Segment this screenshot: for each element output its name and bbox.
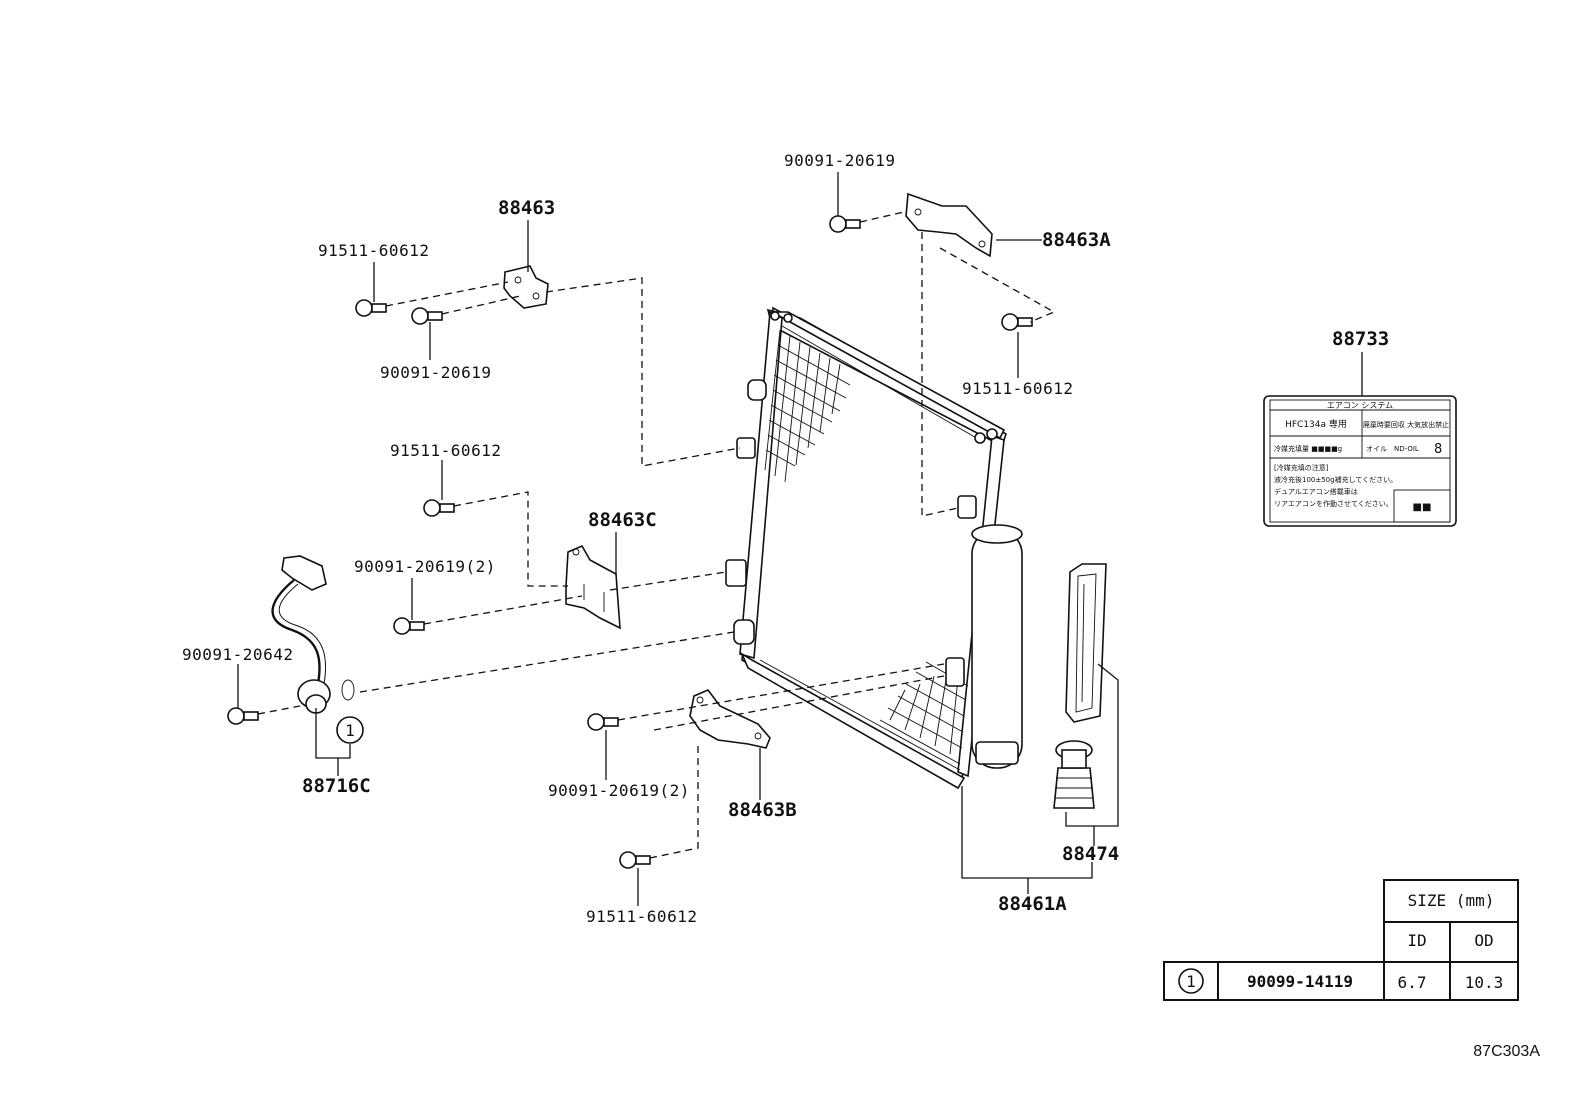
- label-88463B: 88463B: [728, 799, 797, 821]
- label-91511-60612-d: 91511-60612: [586, 907, 697, 926]
- label-refrigerant: HFC134a 専用: [1285, 418, 1347, 430]
- callout-number: 1: [345, 721, 355, 740]
- filter-element: [1065, 563, 1107, 723]
- size-table-col-id: ID: [1407, 931, 1426, 950]
- bolt-icon: [1001, 313, 1033, 331]
- size-table-header: SIZE (mm): [1408, 891, 1495, 910]
- assembly-dashed-lines: [257, 211, 1056, 859]
- label-notes-title: [冷媒充填の注意]: [1274, 463, 1329, 472]
- label-note-3: リアエアコンを作動させてください。: [1274, 499, 1393, 508]
- size-table-row-id: 6.7: [1398, 973, 1427, 992]
- bolt-icon: [227, 707, 259, 725]
- label-90091-20619-top: 90091-20619: [784, 151, 895, 170]
- bolt-icon: [619, 851, 651, 869]
- label-title: エアコン システム: [1327, 401, 1393, 410]
- size-table-row-part: 90099-14119: [1247, 972, 1353, 991]
- label-note-1: 液冷充後100±50g補充してください。: [1274, 475, 1397, 484]
- bolt-icon: [411, 307, 443, 325]
- bolt-icon: [423, 499, 455, 517]
- label-warning: 廃棄時要回収 大気放出禁止: [1363, 420, 1449, 429]
- label-90091-20619-b: 90091-20619: [380, 363, 491, 382]
- condenser-mount-bosses: [725, 311, 998, 687]
- bracket-88463B: [689, 689, 771, 749]
- label-88463C: 88463C: [588, 509, 657, 531]
- leader-lines: [237, 172, 1363, 906]
- condenser-core: [725, 306, 1007, 790]
- part-labels: 90091-20619 88463 88463A 91511-60612 900…: [182, 151, 1389, 926]
- label-oil-number: 8: [1434, 442, 1442, 457]
- label-91511-60612-c: 91511-60612: [390, 441, 501, 460]
- bolt-icon: [587, 713, 619, 731]
- size-table-row-symbol: 1: [1186, 972, 1196, 991]
- label-88733: 88733: [1332, 328, 1389, 350]
- label-oil: ND-OIL: [1394, 445, 1419, 453]
- label-91511-60612-right: 91511-60612: [962, 379, 1073, 398]
- label-charge: 冷媒充填量 ■■■■g: [1274, 444, 1342, 453]
- bolt-icon: [829, 215, 861, 233]
- filter-plug: [1053, 740, 1095, 809]
- label-note-2: デュアルエアコン搭載車は: [1274, 487, 1358, 496]
- o-ring-callout: 1: [336, 716, 364, 744]
- label-91511-60612-a: 91511-60612: [318, 241, 429, 260]
- label-88474: 88474: [1062, 843, 1119, 865]
- bolt-icon: [393, 617, 425, 635]
- size-table-row-od: 10.3: [1465, 973, 1504, 992]
- label-88463: 88463: [498, 197, 555, 219]
- refrigerant-label: エアコン システム HFC134a 専用 廃棄時要回収 大気放出禁止 冷媒充填量…: [1263, 395, 1457, 527]
- bracket-88463C: [565, 544, 621, 630]
- receiver-dryer: [971, 524, 1023, 769]
- bracket-88463: [503, 265, 549, 309]
- label-oil-prefix: オイル: [1366, 445, 1387, 453]
- bolt-icons: [227, 215, 1033, 869]
- pressure-switch-harness: [271, 555, 355, 714]
- label-code-box: ■■: [1413, 502, 1432, 513]
- size-table: SIZE (mm) ID OD 1 90099-14119 6.7 10.3: [1163, 879, 1519, 1001]
- bolt-icon: [355, 299, 387, 317]
- bracket-88463A: [905, 192, 993, 258]
- label-88463A: 88463A: [1042, 229, 1111, 251]
- diagram-code: 87C303A: [1473, 1043, 1540, 1060]
- label-90091-20619-2a: 90091-20619(2): [354, 557, 496, 576]
- label-88461A: 88461A: [998, 893, 1067, 915]
- label-88716C: 88716C: [302, 775, 371, 797]
- label-90091-20619-2b: 90091-20619(2): [548, 781, 690, 800]
- size-table-col-od: OD: [1474, 931, 1493, 950]
- label-90091-20642: 90091-20642: [182, 645, 293, 664]
